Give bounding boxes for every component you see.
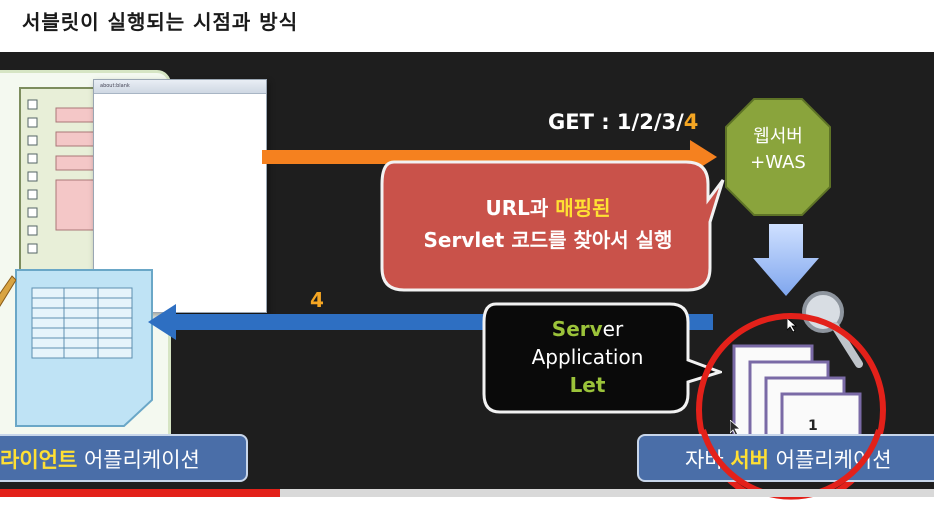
browser-address-bar: about:blank: [94, 80, 266, 94]
web-server-octagon: [725, 98, 831, 216]
mouse-cursor-icon: [787, 318, 797, 332]
mapping-callout-bubble: [380, 160, 725, 292]
table-document-icon: [15, 269, 153, 427]
video-progress-track[interactable]: [0, 489, 934, 497]
stack-page-number: 1: [808, 418, 818, 434]
page-title: 서블릿이 실행되는 시점과 방식: [22, 10, 299, 34]
highlight-circle: [696, 313, 886, 489]
video-progress-fill: [0, 489, 281, 497]
servlet-callout-bubble: [482, 302, 722, 414]
response-label: 4: [310, 288, 324, 312]
down-arrow: [753, 224, 819, 296]
pen-icon: [0, 275, 16, 307]
web-server-label: 웹서버 +WAS: [750, 126, 806, 173]
request-label-highlight: 4: [683, 110, 699, 134]
mapping-callout-text: URL과 매핑된 Servlet 코드를 찾아서 실행: [423, 196, 673, 252]
client-application-label: 라이언트 어플리케이션: [0, 434, 248, 482]
request-label: GET : 1/2/3/4: [548, 110, 699, 134]
servlet-callout-text: Server Application Let: [531, 317, 644, 397]
highlight-circle-overlay: [700, 429, 882, 500]
